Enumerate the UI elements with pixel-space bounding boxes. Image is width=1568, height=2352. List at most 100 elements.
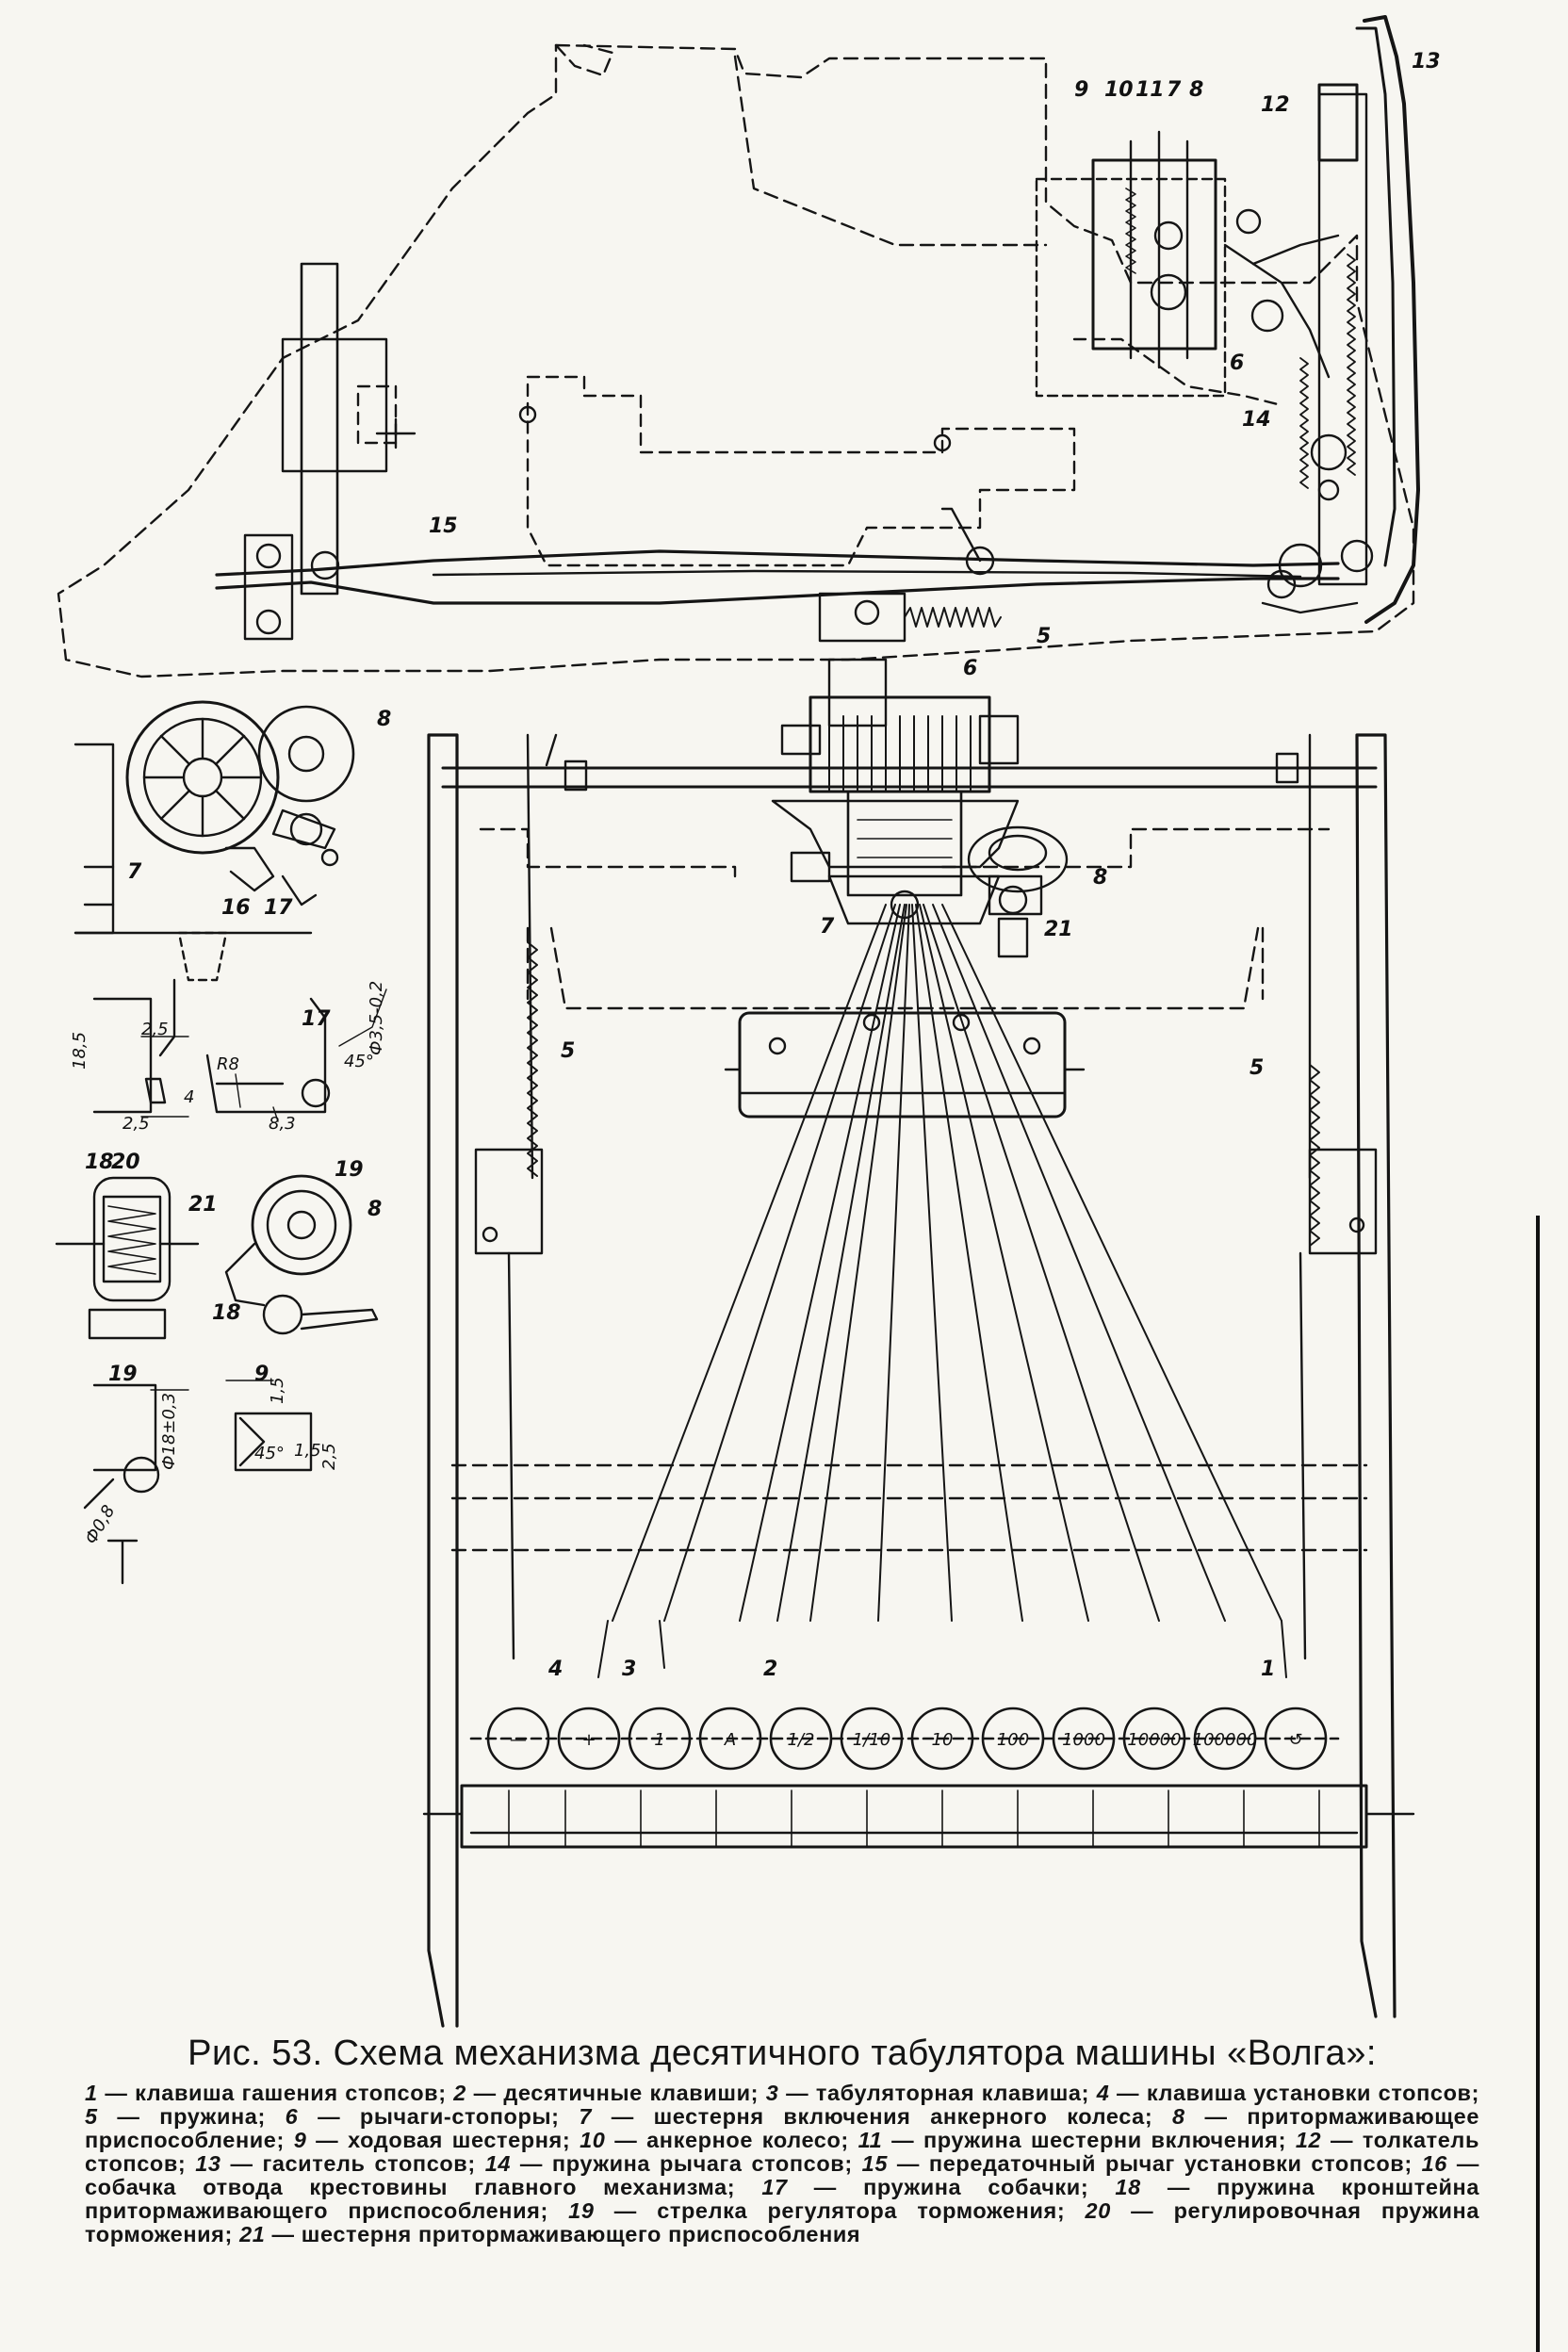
key-glyph-d8: 10000 <box>1127 1730 1181 1750</box>
key-glyph-d9: 100000 <box>1193 1730 1258 1750</box>
legend-text: клавиша установки стопсов; <box>1146 2081 1479 2105</box>
legend-number: 21 <box>239 2222 266 2246</box>
legend-number: 11 <box>858 2128 883 2152</box>
side-cover <box>1363 15 1420 624</box>
key-glyph-d1: 1 <box>654 1730 664 1750</box>
front-callout-5-right: 5 <box>1250 1056 1264 1080</box>
legend-number: 6 <box>285 2104 299 2129</box>
front-callout-4: 4 <box>547 1658 563 1681</box>
legend-number: 18 <box>1115 2175 1141 2199</box>
legend-text: клавиша гашения стопсов; <box>135 2081 447 2105</box>
side-key-stem <box>300 262 339 596</box>
comb-plate <box>738 1011 1067 1119</box>
key-glyph-d7: 1000 <box>1062 1730 1105 1750</box>
legend-text: анкерное колесо; <box>646 2128 849 2152</box>
callout-14: 14 <box>1242 408 1271 432</box>
legend-text: рычаги-стопоры; <box>359 2104 560 2129</box>
front-callout-2: 2 <box>763 1658 777 1681</box>
legend-text: толкатель стопсов; <box>85 2128 1479 2176</box>
callout-9: 9 <box>1074 78 1088 102</box>
key-glyph-1: ↺ <box>1288 1730 1302 1750</box>
escapement-mechanism <box>1035 83 1374 614</box>
detail-callout-19b: 19 <box>108 1363 138 1386</box>
detail-views <box>55 700 387 1585</box>
legend-number: 20 <box>1085 2198 1111 2223</box>
key-glyph-d6: 100 <box>997 1730 1029 1750</box>
legend-number: 13 <box>195 2151 221 2176</box>
legend-number: 15 <box>861 2151 889 2176</box>
callout-15: 15 <box>429 514 458 538</box>
legend-text: притормаживающее приспособление; <box>85 2104 1480 2152</box>
detail-callout-8b: 8 <box>368 1198 382 1221</box>
key-glyph-d3: 1/2 <box>788 1730 815 1750</box>
legend-number: 14 <box>484 2151 512 2176</box>
callout-5-side: 5 <box>1037 625 1051 648</box>
legend-text: шестерня притормаживающего приспособлени… <box>301 2222 861 2246</box>
front-callout-5-left: 5 <box>561 1039 575 1063</box>
legend-number: 10 <box>580 2128 606 2152</box>
dim-8-3: 8,3 <box>269 1114 296 1134</box>
side-spring <box>904 607 1002 628</box>
dim-2-5c: 2,5 <box>319 1443 339 1470</box>
legend-text: передаточный рычаг установки стопсов; <box>928 2151 1413 2176</box>
legend-text: регулировочная пружина торможения; <box>85 2198 1480 2246</box>
figure-caption: Рис. 53. Схема механизма десятичного таб… <box>85 2034 1479 2246</box>
legend-text: шестерня включения анкерного колеса; <box>653 2104 1153 2129</box>
key-glyph-d4: 1/10 <box>853 1730 890 1750</box>
spring-right <box>1309 1064 1320 1247</box>
dim-phi35: Ф3,5-0,2 <box>367 981 386 1055</box>
detail-callout-17b: 17 <box>302 1007 331 1031</box>
frame-right <box>1355 733 1396 2018</box>
front-view <box>422 658 1415 2028</box>
tabulator-head <box>771 658 1069 958</box>
legend-text: пружина шестерни включения; <box>923 2128 1287 2152</box>
key-dec-3 <box>769 1707 833 1771</box>
caption-title: Рис. 53. Схема механизма десятичного таб… <box>188 2034 1377 2073</box>
legend-text: собачка отвода крестовины главного механ… <box>85 2175 736 2199</box>
legend-text: гаситель стопсов; <box>262 2151 476 2176</box>
dim-1-5a: 1,5 <box>268 1377 287 1404</box>
front-callout-21: 21 <box>1044 918 1073 941</box>
legend-number: 19 <box>568 2198 595 2223</box>
callout-13: 13 <box>1412 50 1441 74</box>
detail-callout-9: 9 <box>254 1363 269 1386</box>
key-glyph-3: + <box>581 1730 596 1750</box>
dim-45a: 45° <box>344 1052 374 1071</box>
callout-10: 10 <box>1104 78 1134 102</box>
front-callout-8: 8 <box>1093 866 1107 890</box>
dim-phi18: Ф18±0,3 <box>159 1393 179 1470</box>
legend-number: 5 <box>85 2104 98 2129</box>
key-glyph-d5: 10 <box>932 1730 954 1750</box>
legend-number: 16 <box>1421 2151 1447 2176</box>
legend-text: пружина рычага стопсов; <box>551 2151 853 2176</box>
legend-number: 17 <box>761 2175 788 2199</box>
detail-callout-18b: 18 <box>212 1301 241 1325</box>
front-callout-3: 3 <box>622 1658 636 1681</box>
brake-drum-detail <box>257 705 355 803</box>
legend-number: 2 <box>453 2081 466 2105</box>
side-view <box>57 15 1420 678</box>
page-edge-rule <box>1536 1216 1540 2352</box>
detail-callout-7: 7 <box>127 860 142 884</box>
spring-left <box>527 941 538 1177</box>
dim-1-5b: 1,5 <box>294 1441 321 1461</box>
front-callout-7: 7 <box>820 915 835 939</box>
bottom-shaft <box>460 1784 1368 1849</box>
technical-drawing: 9 10 11 7 8 12 13 6 14 15 5 6 8 7 21 5 5… <box>55 15 1441 2028</box>
front-callout-6: 6 <box>963 657 977 680</box>
legend-number: 1 <box>85 2081 98 2105</box>
key-glyph-4: — <box>510 1730 527 1750</box>
detail-callout-16: 16 <box>221 896 251 920</box>
callout-7: 7 <box>1167 78 1182 102</box>
legend-text: табуляторная клавиша; <box>815 2081 1090 2105</box>
frame-left <box>427 733 459 2028</box>
anchor-wheel-detail <box>125 700 280 855</box>
legend: 1 — клавиша гашения стопсов; 2 — десятич… <box>85 2081 1480 2246</box>
brake-regulator-detail <box>251 1174 352 1276</box>
legend-number: 4 <box>1096 2081 1110 2105</box>
callout-11: 11 <box>1135 78 1165 102</box>
legend-number: 8 <box>1172 2104 1185 2129</box>
detail-callout-17a: 17 <box>264 896 293 920</box>
detail-callout-21: 21 <box>188 1193 218 1217</box>
legend-text: ходовая шестерня; <box>348 2128 571 2152</box>
